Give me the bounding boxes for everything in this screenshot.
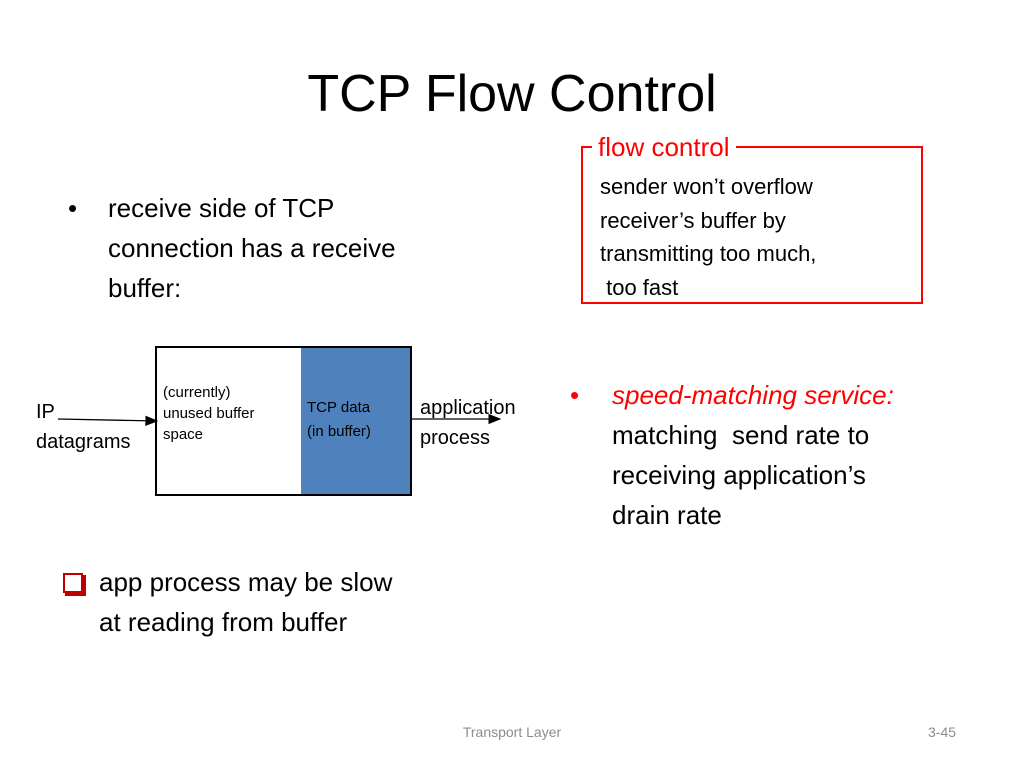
bullet-dot: •: [68, 193, 78, 223]
unused-label-line: space: [163, 426, 204, 443]
unused-label-line: unused buffer: [163, 405, 255, 422]
app-label-line: application: [420, 397, 516, 419]
ip-label-line: datagrams: [36, 431, 131, 453]
bullet-line: app process may be slow: [99, 567, 393, 597]
page-number: 3-45: [928, 724, 957, 740]
speed-matching-emphasis: speed-matching service:: [612, 380, 894, 410]
bullet-dot: •: [570, 380, 580, 410]
bullet-line: at reading from buffer: [99, 607, 348, 637]
definition-line: sender won’t overflow: [600, 174, 813, 199]
app-label-line: process: [420, 427, 491, 449]
bullet-line: drain rate: [612, 500, 722, 530]
bullet-app-slow: app process may be slow at reading from …: [63, 562, 483, 642]
bullet-line: matching send rate to: [612, 420, 870, 450]
flow-control-definition: sender won’t overflow receiver’s buffer …: [600, 170, 900, 304]
unused-buffer-space: (currently) unused buffer space: [157, 348, 301, 494]
ip-in-arrow: [57, 415, 159, 426]
flow-control-box: [581, 146, 923, 304]
flow-control-label: flow control: [592, 130, 736, 164]
bullet-speed-matching: • speed-matching service: matching send …: [570, 375, 970, 535]
bullet-text: receive side of TCP connection has a rec…: [108, 188, 458, 308]
unused-label-line: (currently): [163, 384, 231, 401]
slide-title: TCP Flow Control: [307, 65, 717, 123]
bullet-line: buffer:: [108, 273, 182, 303]
definition-line: too fast: [600, 274, 679, 300]
definition-line: transmitting too much,: [600, 241, 817, 266]
bullet-text: speed-matching service: matching send ra…: [612, 375, 957, 535]
bullet-line: connection has a receive: [108, 233, 396, 263]
bullet-line: receive side of TCP: [108, 193, 335, 223]
footer-title: Transport Layer: [462, 724, 562, 740]
tcp-label-line: TCP data: [307, 399, 371, 416]
ip-datagrams-label: IP datagrams: [36, 397, 131, 457]
square-bullet-icon: [63, 573, 86, 596]
application-process-label: application process: [420, 393, 516, 453]
definition-line: receiver’s buffer by: [600, 207, 786, 233]
bullet-text: app process may be slow at reading from …: [99, 562, 459, 642]
tcp-label-line: (in buffer): [307, 423, 371, 440]
tcp-data-in-buffer: TCP data (in buffer): [301, 348, 410, 494]
bullet-line: receiving application’s: [612, 460, 866, 490]
ip-label-line: IP: [36, 401, 55, 423]
bullet-receive-buffer: • receive side of TCP connection has a r…: [68, 188, 468, 308]
